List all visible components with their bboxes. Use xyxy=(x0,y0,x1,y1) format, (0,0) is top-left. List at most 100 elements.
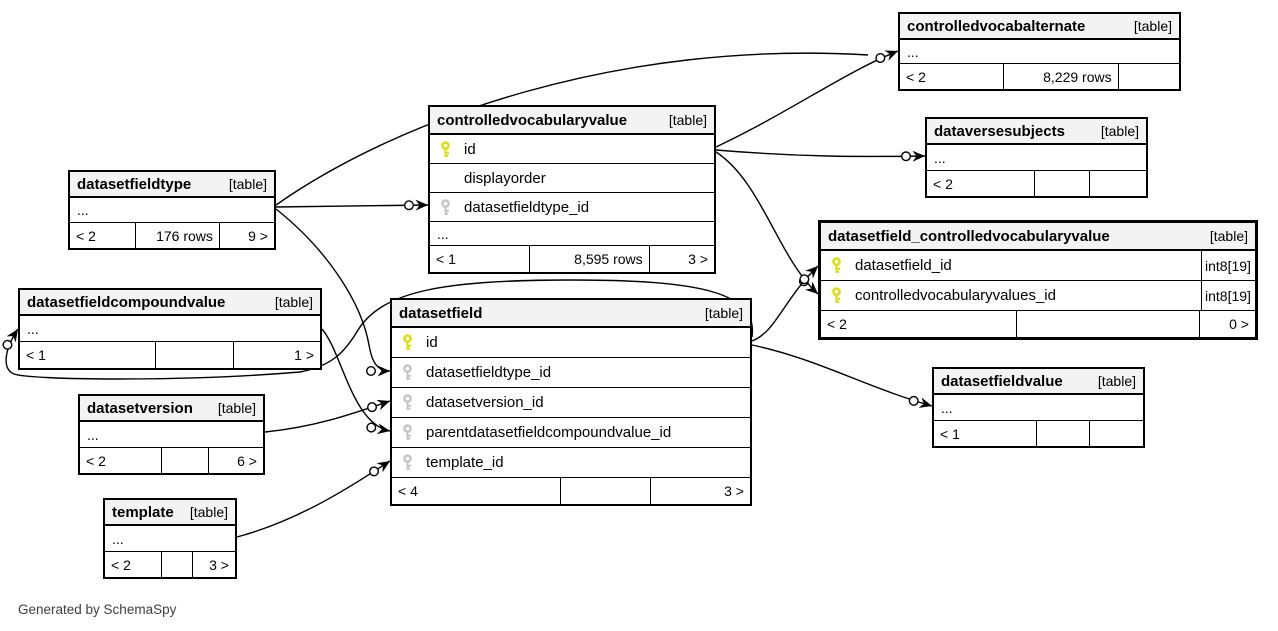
footer-children xyxy=(1117,64,1179,89)
footer-rowcount xyxy=(155,342,233,368)
rel-datasetfield-datasetfieldcompoundvalue xyxy=(2,279,754,380)
table-header[interactable]: controlledvocabularyvalue [table] xyxy=(430,107,714,135)
table-controlledvocabularyvalue[interactable]: controlledvocabularyvalue [table] id dis… xyxy=(428,105,716,274)
table-name[interactable]: datasetfield xyxy=(399,304,483,322)
table-footer: < 2 0 > xyxy=(821,311,1255,337)
table-footer: < 1 8,595 rows 3 > xyxy=(430,246,714,272)
footer-children: 6 > xyxy=(208,448,263,473)
column-name: datasetfield_id xyxy=(855,257,952,274)
rel-datasetversion-datasetfield xyxy=(264,399,391,433)
table-name[interactable]: controlledvocabularyvalue xyxy=(437,111,628,129)
table-badge: [table] xyxy=(1209,228,1248,244)
foreign-key-icon xyxy=(392,394,426,411)
column-name: template_id xyxy=(426,454,504,471)
foreign-key-icon xyxy=(392,424,426,441)
footer-rowcount xyxy=(1016,311,1198,337)
table-name[interactable]: datasetversion xyxy=(87,399,193,417)
footer-rowcount xyxy=(1036,421,1088,446)
table-name[interactable]: datasetfieldcompoundvalue xyxy=(27,293,226,311)
table-header[interactable]: dataversesubjects [table] xyxy=(927,119,1146,145)
table-badge: [table] xyxy=(1133,18,1172,34)
column-row: datasetfieldtype_id xyxy=(430,193,714,222)
table-name[interactable]: datasetfieldtype xyxy=(77,175,192,193)
hidden-columns-ellipsis: ... xyxy=(80,422,263,448)
footer-rowcount xyxy=(160,448,209,473)
primary-key-icon xyxy=(392,334,426,351)
table-header[interactable]: datasetfieldtype [table] xyxy=(70,172,274,198)
table-footer: < 2 xyxy=(927,171,1146,196)
hidden-columns-ellipsis: ... xyxy=(20,316,320,342)
footer-rowcount xyxy=(560,478,650,504)
table-name[interactable]: dataversesubjects xyxy=(934,122,1065,140)
footer-children xyxy=(1089,171,1146,196)
table-datasetfieldtype[interactable]: datasetfieldtype [table] ... < 2 176 row… xyxy=(68,170,276,250)
table-badge: [table] xyxy=(217,400,256,416)
hidden-columns-ellipsis: ... xyxy=(900,40,1179,64)
table-footer: < 2 176 rows 9 > xyxy=(70,223,274,248)
table-dataversesubjects[interactable]: dataversesubjects [table] ... < 2 xyxy=(925,117,1148,198)
column-row: parentdatasetfieldcompoundvalue_id xyxy=(392,418,750,448)
footer-rowcount xyxy=(1034,171,1089,196)
rel-datasetfieldtype-controlledvocabularyvalue xyxy=(275,199,429,211)
footer-children: 0 > xyxy=(1198,311,1255,337)
column-name: id xyxy=(426,334,438,351)
hidden-columns-ellipsis: ... xyxy=(70,198,274,223)
table-name[interactable]: controlledvocabalternate xyxy=(907,17,1086,35)
table-badge: [table] xyxy=(274,294,313,310)
footer-children: 1 > xyxy=(233,342,320,368)
footer-parents: < 2 xyxy=(906,68,926,85)
footer-children: 3 > xyxy=(192,552,235,577)
hidden-columns-ellipsis: ... xyxy=(934,395,1143,421)
table-badge: [table] xyxy=(668,112,707,128)
rel-datasetfieldtype-controlledvocabalternate xyxy=(275,52,869,206)
table-controlledvocabalternate[interactable]: controlledvocabalternate [table] ... < 2… xyxy=(898,12,1181,91)
footer-rowcount: 176 rows xyxy=(135,223,219,248)
table-header[interactable]: controlledvocabalternate [table] xyxy=(900,14,1179,40)
table-datasetfieldcompoundvalue[interactable]: datasetfieldcompoundvalue [table] ... < … xyxy=(18,288,322,370)
footer-parents: < 1 xyxy=(940,425,960,442)
table-header[interactable]: datasetfield_controlledvocabularyvalue [… xyxy=(821,223,1255,251)
hidden-columns-ellipsis: ... xyxy=(430,222,714,246)
table-name[interactable]: datasetfieldvalue xyxy=(941,372,1063,390)
column-name: parentdatasetfieldcompoundvalue_id xyxy=(426,424,672,441)
table-badge: [table] xyxy=(1097,373,1136,389)
table-header[interactable]: template [table] xyxy=(105,500,235,526)
column-row: datasetversion_id xyxy=(392,388,750,418)
table-badge: [table] xyxy=(704,305,743,321)
table-header[interactable]: datasetversion [table] xyxy=(80,396,263,422)
table-footer: < 1 xyxy=(934,421,1143,446)
primary-key-icon xyxy=(821,287,855,304)
footer-children: 3 > xyxy=(649,478,750,504)
footer-parents: < 2 xyxy=(86,452,106,469)
table-datasetfield_controlledvocabularyvalue[interactable]: datasetfield_controlledvocabularyvalue [… xyxy=(818,220,1258,340)
table-header[interactable]: datasetfieldvalue [table] xyxy=(934,369,1143,395)
table-datasetfieldvalue[interactable]: datasetfieldvalue [table] ... < 1 xyxy=(932,367,1145,448)
table-template[interactable]: template [table] ... < 2 3 > xyxy=(103,498,237,579)
table-footer: < 2 6 > xyxy=(80,448,263,473)
column-name: displayorder xyxy=(464,169,546,187)
column-type: int8[19] xyxy=(1201,251,1255,280)
rel-template-datasetfield xyxy=(236,460,391,538)
table-badge: [table] xyxy=(1100,123,1139,139)
column-name: controlledvocabularyvalues_id xyxy=(855,287,1056,304)
column-row: id xyxy=(392,328,750,358)
ellipsis-text: ... xyxy=(941,399,953,416)
ellipsis-text: ... xyxy=(112,530,124,547)
rel-controlledvocabularyvalue-datasetfield_controlledvocabularyvalue xyxy=(715,151,819,295)
table-badge: [table] xyxy=(228,176,267,192)
rel-datasetfieldtype-datasetfield xyxy=(275,208,391,377)
column-row: controlledvocabularyvalues_id int8[19] xyxy=(821,281,1255,311)
table-header[interactable]: datasetfield [table] xyxy=(392,300,750,328)
column-row: datasetfieldtype_id xyxy=(392,358,750,388)
primary-key-icon xyxy=(430,140,464,158)
table-header[interactable]: datasetfieldcompoundvalue [table] xyxy=(20,290,320,316)
ellipsis-text: ... xyxy=(27,320,39,337)
table-footer: < 4 3 > xyxy=(392,478,750,504)
ellipsis-text: ... xyxy=(77,202,89,218)
table-datasetfield[interactable]: datasetfield [table] id datasetfieldtype… xyxy=(390,298,752,506)
table-datasetversion[interactable]: datasetversion [table] ... < 2 6 > xyxy=(78,394,265,475)
table-name[interactable]: datasetfield_controlledvocabularyvalue xyxy=(828,227,1110,245)
table-name[interactable]: template xyxy=(112,503,174,521)
